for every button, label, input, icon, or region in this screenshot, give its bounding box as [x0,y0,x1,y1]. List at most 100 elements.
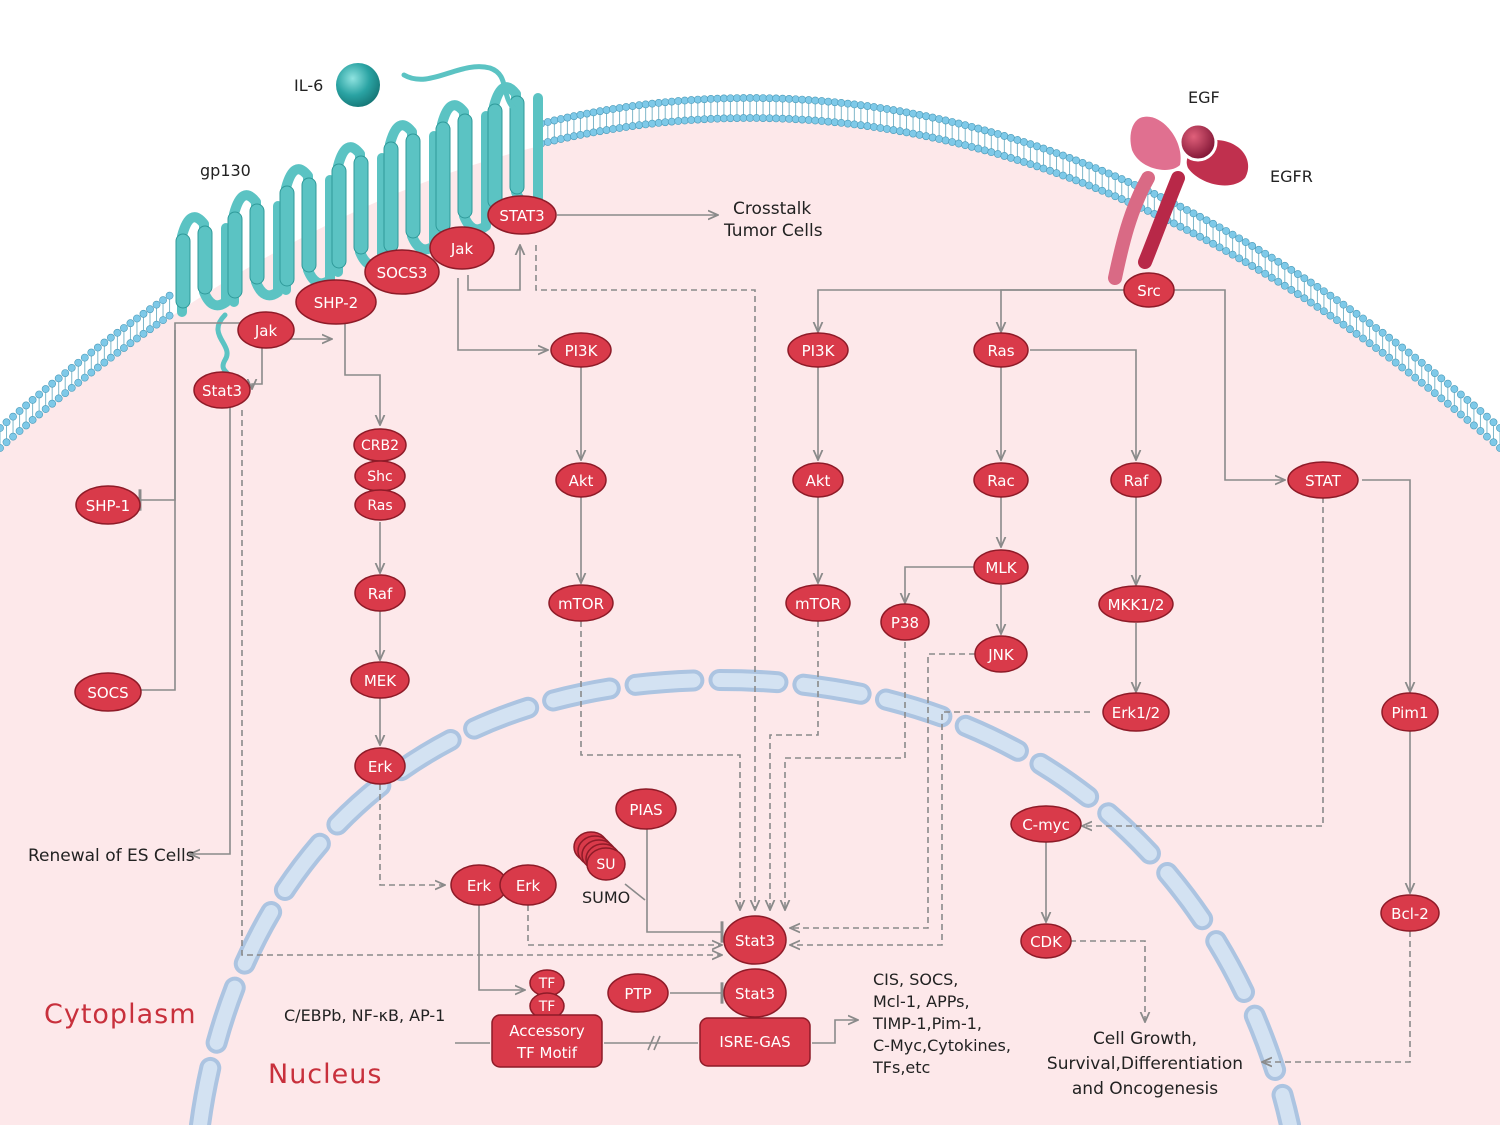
node-shape-jak-right [429,226,495,270]
node-socs: SOCS [74,672,142,712]
node-shape-mek [350,661,410,699]
node-label-mtor-right: mTOR [795,595,841,613]
node-erk12: Erk1/2 [1102,692,1170,732]
sumo-label: SUMO [582,888,630,907]
pathway-nodes: JakStat3SHP-2SOCS3JakSTAT3SHP-1SOCSCRB2S… [74,195,1440,1020]
node-shape-ptp [607,973,669,1013]
pathway-connectors [138,215,1410,1062]
target-genes-label: CIS, SOCS, Mcl-1, APPs, TIMP-1,Pim-1, C-… [872,970,1011,1077]
node-shape-akt-right [792,462,844,498]
egf-ligand [1178,122,1218,162]
node-akt-left: Akt [555,462,607,498]
gp130-label: gp130 [200,161,251,180]
node-label-erk-n1: Erk [467,877,492,895]
node-ras-left: Ras [354,489,406,521]
cytoplasm-label: Cytoplasm [44,999,197,1030]
outcome-line-1: Cell Growth, [1093,1029,1197,1049]
node-mkk: MKK1/2 [1098,585,1174,623]
node-shape-jnk [974,635,1028,673]
node-label-socs3: SOCS3 [377,264,428,282]
node-shape-shp2 [295,279,377,325]
nucleus-label: Nucleus [268,1059,382,1090]
node-label-rac: Rac [987,472,1015,490]
node-akt-right: Akt [792,462,844,498]
node-shp2: SHP-2 [295,279,377,325]
node-label-tf1: TF [538,976,556,992]
node-shape-stat-right [1287,461,1359,499]
node-label-akt-right: Akt [806,472,831,490]
node-shape-cdk [1020,923,1072,959]
accessory-tf-motif: Accessory TF Motif [491,1014,603,1068]
node-shc: Shc [354,460,406,492]
node-mek: MEK [350,661,410,699]
node-mlk: MLK [973,549,1029,585]
node-shape-su [586,847,626,881]
node-su: SU [586,847,626,881]
cell-membrane [0,94,1500,452]
node-shape-p38 [880,603,930,641]
isre-gas-box: ISRE-GAS [699,1017,811,1067]
node-raf-right: Raf [1110,462,1162,498]
nuclear-envelope-inner [193,672,1297,1125]
targets-line-3: TIMP-1,Pim-1, [872,1014,982,1033]
node-shape-mkk [1098,585,1174,623]
node-shape-mtor-left [548,584,614,622]
node-erk-n2: Erk [499,864,557,906]
node-label-pi3k-left: PI3K [565,342,599,360]
node-stat3-n2: Stat3 [723,968,787,1018]
node-label-erk-left: Erk [368,758,393,776]
node-label-src: Src [1137,282,1161,300]
tumor-cells-label: Tumor Cells [723,221,823,241]
node-pi3k-right: PI3K [787,332,849,368]
egfr-receptor [1108,116,1249,285]
accessory-label-2: TF Motif [516,1044,578,1062]
node-pias: PIAS [615,788,677,830]
node-label-pim1: Pim1 [1391,704,1428,722]
node-shape-bcl2 [1380,894,1440,932]
node-label-mtor-left: mTOR [558,595,604,613]
node-label-stat3-n2: Stat3 [735,985,775,1003]
node-mtor-left: mTOR [548,584,614,622]
node-label-crb2: CRB2 [361,438,399,454]
targets-line-4: C-Myc,Cytokines, [873,1036,1011,1055]
node-label-cmyc: C-myc [1022,816,1070,834]
node-shape-pim1 [1381,692,1439,732]
node-label-su: SU [596,857,615,873]
node-shape-rac [973,462,1029,498]
crosstalk-label: Crosstalk [733,199,811,219]
il6-label: IL-6 [294,76,323,95]
node-label-tf2: TF [538,999,556,1015]
node-mtor-right: mTOR [785,584,851,622]
node-rac: Rac [973,462,1029,498]
node-ras-right: Ras [973,332,1029,368]
node-shape-raf-left [354,574,406,612]
node-shape-erk12 [1102,692,1170,732]
cebp-label: C/EBPb, NF-κB, AP-1 [284,1006,445,1025]
node-shape-erk-n2 [499,864,557,906]
targets-line-2: Mcl-1, APPs, [873,992,970,1011]
node-label-akt-left: Akt [569,472,594,490]
node-label-socs: SOCS [87,684,128,702]
node-erk-n1: Erk [450,864,508,906]
node-shape-pi3k-right [787,332,849,368]
renewal-label: Renewal of ES Cells [28,846,195,866]
node-bcl2: Bcl-2 [1380,894,1440,932]
node-label-raf-right: Raf [1124,472,1149,490]
node-shape-pi3k-left [550,332,612,368]
node-jnk: JNK [974,635,1028,673]
targets-line-5: TFs,etc [872,1058,930,1077]
node-p38: P38 [880,603,930,641]
node-shape-akt-left [555,462,607,498]
node-shape-cmyc [1010,805,1082,843]
node-shape-erk-left [354,747,406,785]
node-label-shp2: SHP-2 [314,294,358,312]
node-shape-mlk [973,549,1029,585]
node-shape-pias [615,788,677,830]
il6-ligand [336,63,380,107]
outcome-line-2: Survival,Differentiation [1047,1054,1243,1074]
cytoplasm-area [0,120,1500,1125]
accessory-label-1: Accessory [509,1022,585,1040]
node-label-jak-right: Jak [450,240,474,258]
